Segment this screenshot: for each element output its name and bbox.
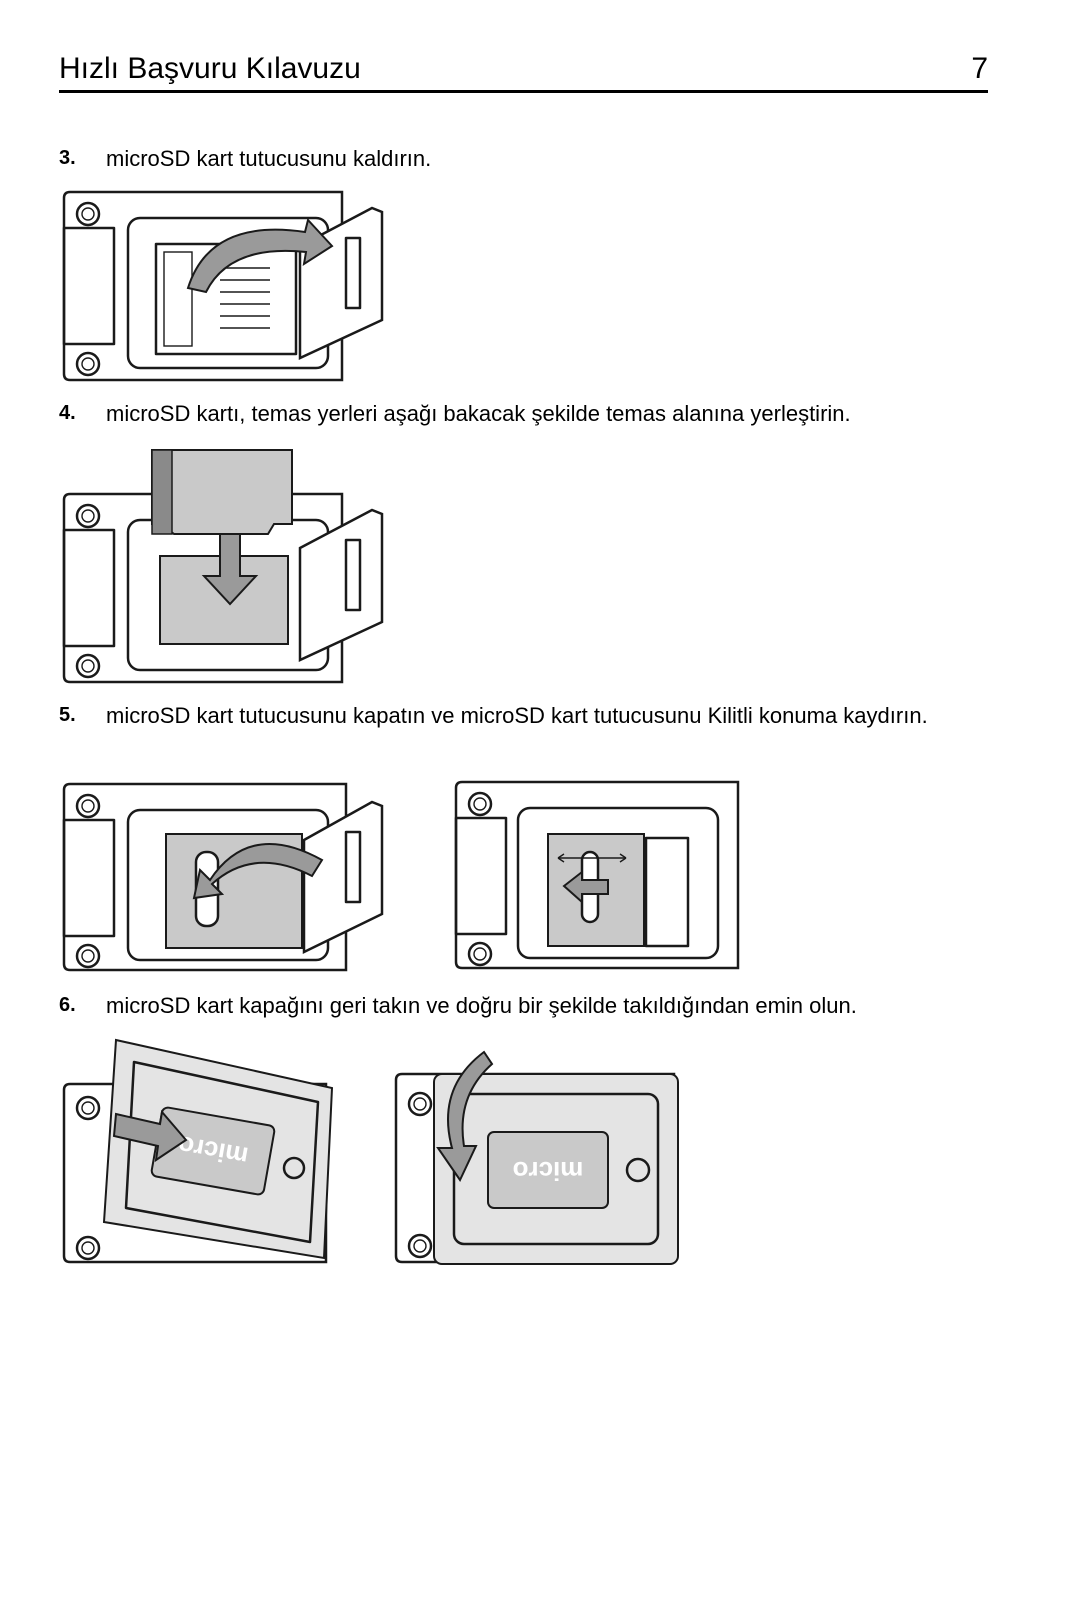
step-text: microSD kartı, temas yerleri aşağı bakac… <box>106 401 851 426</box>
step-number: 6. <box>59 994 76 1016</box>
page-number: 7 <box>971 52 988 85</box>
step-number: 3. <box>59 147 76 169</box>
page-header: Hızlı Başvuru Kılavuzu 7 <box>59 50 988 93</box>
figure-close-card-holder <box>62 782 384 972</box>
step-number: 5. <box>59 704 76 726</box>
figure-replace-cover-press: micro <box>394 1050 679 1265</box>
figure-replace-cover-slide: micro <box>62 1038 334 1264</box>
step-text: microSD kart tutucusunu kapatın ve micro… <box>106 703 928 728</box>
step-text: microSD kart tutucusunu kaldırın. <box>106 146 432 171</box>
figure-lift-card-holder <box>62 190 384 382</box>
figure-slide-to-locked <box>454 780 740 970</box>
step-number: 4. <box>59 402 76 424</box>
document-title: Hızlı Başvuru Kılavuzu <box>59 52 361 85</box>
microsd-logo: micro <box>513 1156 584 1186</box>
step-text: microSD kart kapağını geri takın ve doğr… <box>106 993 857 1018</box>
figure-insert-microsd-card <box>62 449 384 684</box>
